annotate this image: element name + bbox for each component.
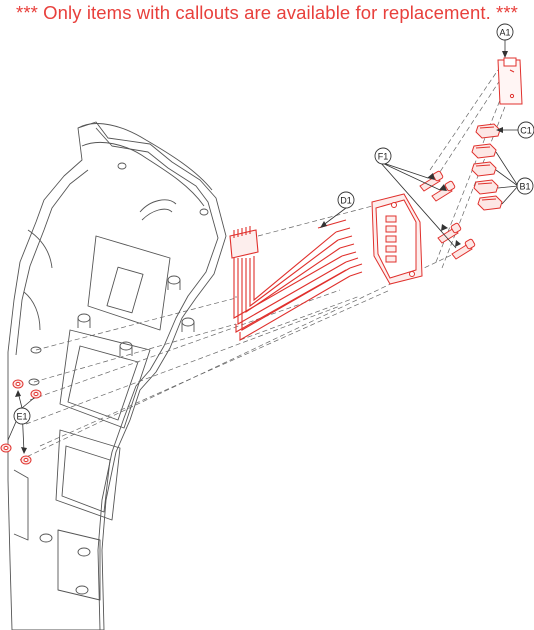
fuse-holder-part: [371, 193, 423, 285]
screws-part: [419, 170, 476, 260]
wiring-harness-part: [229, 219, 363, 341]
callout-e1: E1: [13, 407, 31, 425]
callout-d1: D1: [337, 191, 355, 209]
fuse-stack-part: [471, 123, 503, 211]
svg-text:D1: D1: [340, 195, 352, 205]
replacement-notice: *** Only items with callouts are availab…: [16, 2, 518, 23]
callout-c1: C1: [517, 121, 534, 139]
callout-b1: B1: [516, 177, 534, 195]
callout-a1: A1: [496, 23, 514, 41]
nuts-part: [0, 379, 42, 465]
callout-leaders: [7, 40, 519, 453]
svg-text:A1: A1: [499, 27, 510, 37]
svg-text:F1: F1: [378, 151, 389, 161]
cover-panel-part: [497, 57, 523, 105]
svg-text:E1: E1: [16, 411, 27, 421]
callout-f1: F1: [374, 147, 392, 165]
seat-back-frame: [7, 121, 227, 630]
svg-text:B1: B1: [519, 181, 530, 191]
callout-arrowheads: [15, 51, 508, 454]
mounting-studs: [28, 162, 209, 595]
svg-text:C1: C1: [520, 125, 532, 135]
